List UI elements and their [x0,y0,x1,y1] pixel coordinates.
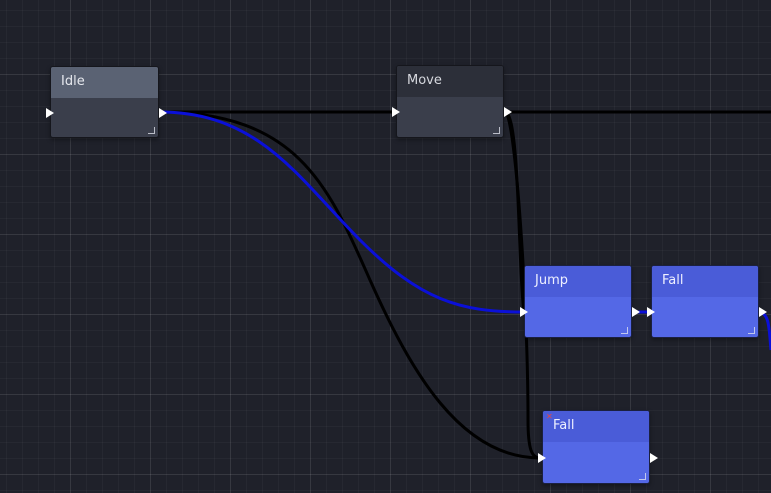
input-port-icon[interactable] [647,307,655,317]
x-mark-icon: ✕ [546,412,553,421]
connection-move-jump [504,110,526,313]
input-port-icon[interactable] [538,453,546,463]
resize-handle-icon[interactable] [148,127,155,134]
node-move-title: Move [397,66,503,97]
connection-fall-out [757,310,771,351]
node-jump[interactable]: Jump [520,265,640,338]
output-port-icon[interactable] [159,108,167,118]
node-fall-right[interactable]: Fall [647,265,767,338]
node-fall-right-title: Fall [652,266,758,297]
resize-handle-icon[interactable] [639,473,646,480]
node-fall-bottom-title: Fall [543,411,649,442]
node-idle[interactable]: Idle [46,66,167,138]
input-port-icon[interactable] [46,108,54,118]
output-port-icon[interactable] [650,453,658,463]
input-port-icon[interactable] [520,307,528,317]
node-idle-title: Idle [51,67,158,98]
node-fall-bottom[interactable]: Fall ✕ [538,410,658,484]
node-move[interactable]: Move [392,65,512,138]
connection-idle-jump [159,110,524,314]
output-port-icon[interactable] [759,307,767,317]
resize-handle-icon[interactable] [748,327,755,334]
node-jump-title: Jump [525,266,631,297]
input-port-icon[interactable] [392,107,400,117]
connection-idle-fall [159,110,541,460]
output-port-icon[interactable] [632,307,640,317]
output-port-icon[interactable] [504,107,512,117]
resize-handle-icon[interactable] [493,127,500,134]
resize-handle-icon[interactable] [621,327,628,334]
